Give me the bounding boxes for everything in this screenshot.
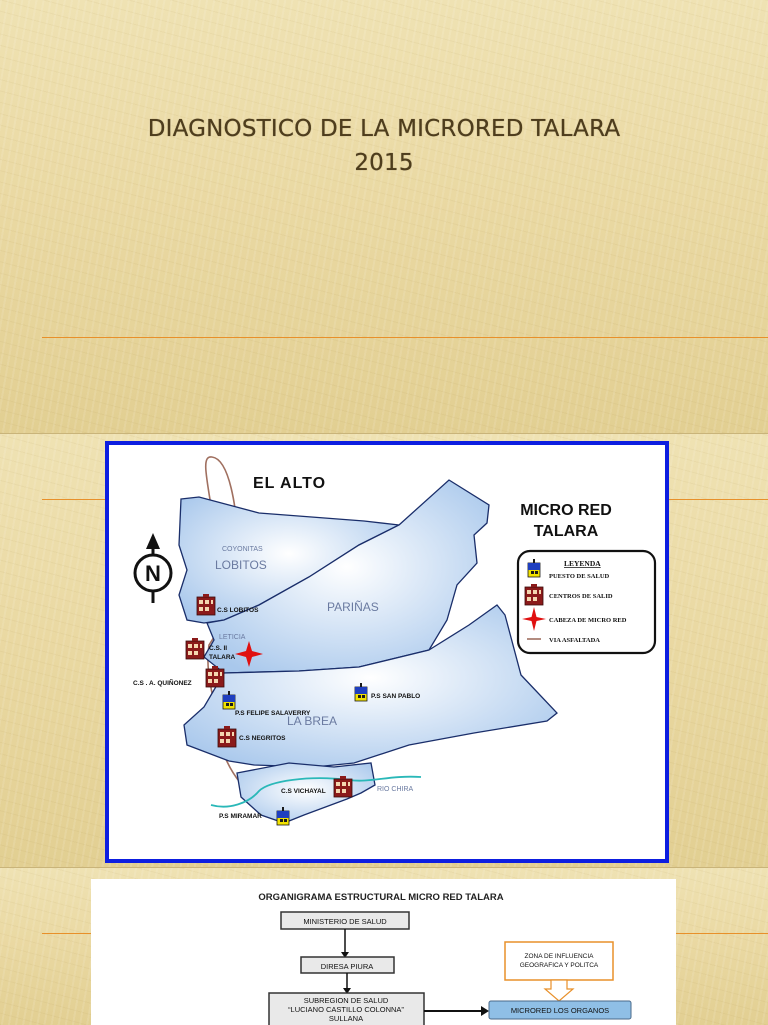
title-slide: DIAGNOSTICO DE LA MICRORED TALARA 2015	[0, 0, 768, 433]
cs-talara-label2: TALARA	[209, 654, 236, 661]
cs-quinonez-label: C.S . A. QUIÑONEZ	[133, 678, 192, 687]
box-zona-line1: ZONA DE INFLUENCIA	[525, 953, 595, 960]
legend-star-icon	[522, 607, 546, 631]
slide-title: DIAGNOSTICO DE LA MICRORED TALARA	[147, 116, 621, 142]
district-la-brea: LA BREA	[287, 714, 337, 728]
box-zona-line2: GEOGRAFICA Y POLITCA	[520, 962, 599, 969]
north-letter: N	[145, 561, 161, 586]
cs-lobitos-label: C.S LOBITOS	[217, 607, 259, 614]
box-microred-label: MICRORED LOS ORGANOS	[511, 1006, 609, 1015]
cabeza-star-icon	[235, 641, 263, 667]
cs-vichayal-icon	[333, 775, 353, 798]
box-subregion-line1: SUBREGION DE SALUD	[304, 996, 389, 1005]
district-parinas: PARIÑAS	[327, 600, 379, 614]
map-title-line1: MICRO RED	[520, 502, 612, 519]
title-divider	[42, 337, 768, 338]
box-subregion-line2: “LUCIANO CASTILLO COLONNA”	[288, 1005, 404, 1014]
cs-negritos-icon	[217, 725, 237, 748]
box-zona	[504, 941, 614, 981]
map-slide: N EL ALTO COYONITAS LOBITOS PARIÑAS LETI…	[0, 433, 768, 868]
box-subregion-line3: SULLANA	[329, 1014, 363, 1023]
legend-cabeza-label: CABEZA DE MICRO RED	[549, 617, 627, 624]
slide-title-year: 2015	[354, 150, 414, 176]
map-svg: N EL ALTO COYONITAS LOBITOS PARIÑAS LETI…	[133, 456, 657, 826]
box-ministerio-label: MINISTERIO DE SALUD	[303, 917, 387, 926]
river-line	[210, 775, 422, 808]
org-svg: ORGANIGRAMA ESTRUCTURAL MICRO RED TALARA…	[258, 892, 632, 1025]
district-lobitos: LOBITOS	[215, 558, 267, 572]
legend-centro-icon	[524, 583, 544, 606]
ps-san-pablo-label: P.S SAN PABLO	[371, 693, 420, 700]
zona-arrow-icon	[543, 979, 575, 1002]
legend-title: LEYENDA	[564, 559, 601, 568]
cs-talara-label1: C.S. II	[209, 645, 227, 652]
org-title: ORGANIGRAMA ESTRUCTURAL MICRO RED TALARA	[258, 892, 503, 903]
cs-vichayal-label: C.S VICHAYAL	[281, 788, 326, 795]
cs-negritos-label: C.S NEGRITOS	[239, 735, 286, 742]
cs-quinonez-icon	[205, 665, 225, 688]
legend-centros-label: CENTROS DE SALID	[549, 593, 613, 600]
district-el-alto: EL ALTO	[253, 475, 326, 492]
locality-leticia: LETICIA	[219, 634, 246, 641]
box-microred	[488, 1000, 632, 1020]
microred-map: N EL ALTO COYONITAS LOBITOS PARIÑAS LETI…	[105, 441, 669, 863]
cs-lobitos-icon	[196, 593, 216, 616]
map-title-line2: TALARA	[534, 523, 599, 540]
org-slide: ORGANIGRAMA ESTRUCTURAL MICRO RED TALARA…	[0, 867, 768, 1025]
org-chart: ORGANIGRAMA ESTRUCTURAL MICRO RED TALARA…	[91, 879, 676, 1025]
map-legend: LEYENDA PUESTO DE SALUD CENTROS DE SALID…	[516, 549, 657, 655]
ps-felipe-label: P.S FELIPE SALAVERRY	[235, 710, 311, 717]
ps-miramar-label: P.S MIRAMAR	[219, 813, 262, 820]
cs-talara-icon	[185, 637, 205, 660]
river-label: RIO CHIRA	[377, 786, 414, 793]
box-subregion	[268, 992, 425, 1025]
legend-via-label: VIA ASFALTADA	[549, 637, 600, 644]
box-diresa-label: DIRESA PIURA	[321, 962, 374, 971]
locality-coyonitas: COYONITAS	[222, 546, 263, 553]
legend-puesto-label: PUESTO DE SALUD	[549, 573, 610, 580]
north-arrow-icon: N	[133, 533, 173, 603]
